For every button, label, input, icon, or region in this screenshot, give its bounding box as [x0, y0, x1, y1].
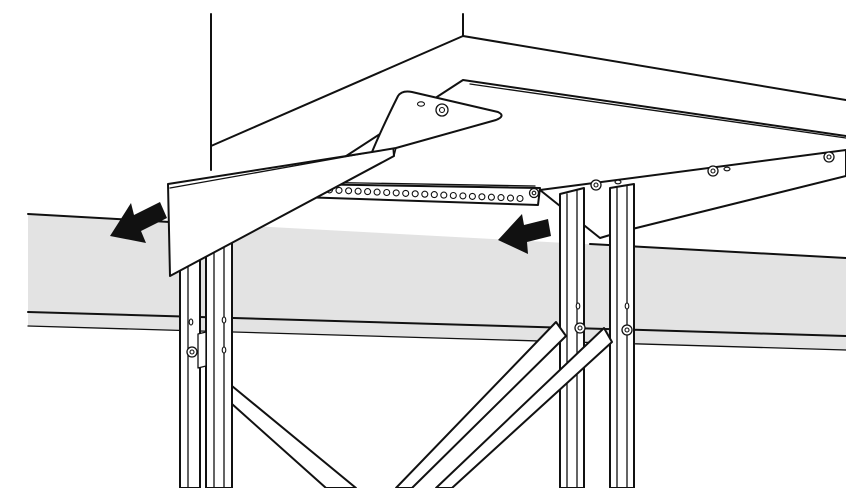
screw-icon	[707, 165, 719, 177]
shelf-band	[27, 213, 846, 351]
upright-hole	[221, 346, 227, 354]
rail-hole	[614, 179, 622, 185]
upright-left-b	[205, 237, 233, 488]
upright-left-a	[179, 243, 201, 488]
arrow-left-icon	[498, 214, 551, 254]
perforated-rail	[299, 181, 541, 206]
slot-hole	[497, 194, 505, 202]
slot-hole	[392, 189, 400, 197]
slot-hole	[440, 191, 448, 199]
screw-icon	[823, 151, 835, 163]
left-uprights	[179, 237, 233, 488]
upright-hole	[221, 316, 227, 324]
ceiling-underside-edge	[469, 83, 846, 139]
screw-icon	[528, 187, 540, 199]
slot-hole	[430, 191, 438, 199]
slot-hole	[402, 189, 410, 197]
shelf-lower-edge	[27, 325, 846, 351]
slot-hole	[354, 187, 362, 195]
front-bracket	[167, 90, 503, 277]
arrow-left-icon	[110, 202, 167, 243]
rail-hole	[723, 166, 731, 172]
shelf-bottom-edge	[27, 311, 846, 337]
right-rail	[539, 149, 846, 239]
brace-left	[231, 385, 357, 488]
arrow-left-icon	[498, 214, 551, 254]
screw-icon	[435, 103, 449, 117]
front-bracket-fold	[393, 147, 397, 157]
slot-hole	[478, 193, 486, 201]
screw-icon	[590, 179, 602, 191]
slot-hole	[335, 186, 343, 194]
slot-hole	[459, 192, 467, 200]
slot-hole	[383, 188, 391, 197]
slot-hole	[487, 193, 495, 201]
cabinet-top	[210, 13, 846, 187]
screw-icon	[186, 346, 198, 358]
brace-right-2	[435, 327, 613, 488]
hinge-plate	[197, 331, 207, 369]
bracket-hole	[416, 101, 426, 107]
slot-hole	[516, 194, 524, 203]
slot-hole	[506, 194, 515, 202]
slot-hole	[421, 190, 429, 198]
ceiling-back-edge	[210, 35, 846, 147]
front-bracket-top-flange	[371, 90, 503, 153]
upright-hole	[624, 302, 630, 310]
slot-hole	[364, 188, 372, 196]
slot-hole	[345, 187, 353, 195]
right-rail-body	[539, 149, 846, 239]
slot-hole	[449, 191, 457, 200]
screw-icon	[574, 322, 586, 334]
arrow-left-icon	[110, 202, 167, 243]
brace-right-1	[395, 321, 567, 488]
slot-hole	[373, 188, 381, 196]
ceiling-front-edge	[299, 79, 846, 187]
upright-hole	[188, 318, 194, 326]
front-bracket-fold-2	[169, 151, 373, 189]
screw-icon	[621, 324, 633, 336]
upright-right-b	[609, 183, 635, 488]
slot-hole	[468, 192, 476, 200]
cross-braces	[231, 321, 613, 488]
upright-hole	[575, 302, 581, 310]
slot-hole	[411, 190, 419, 198]
